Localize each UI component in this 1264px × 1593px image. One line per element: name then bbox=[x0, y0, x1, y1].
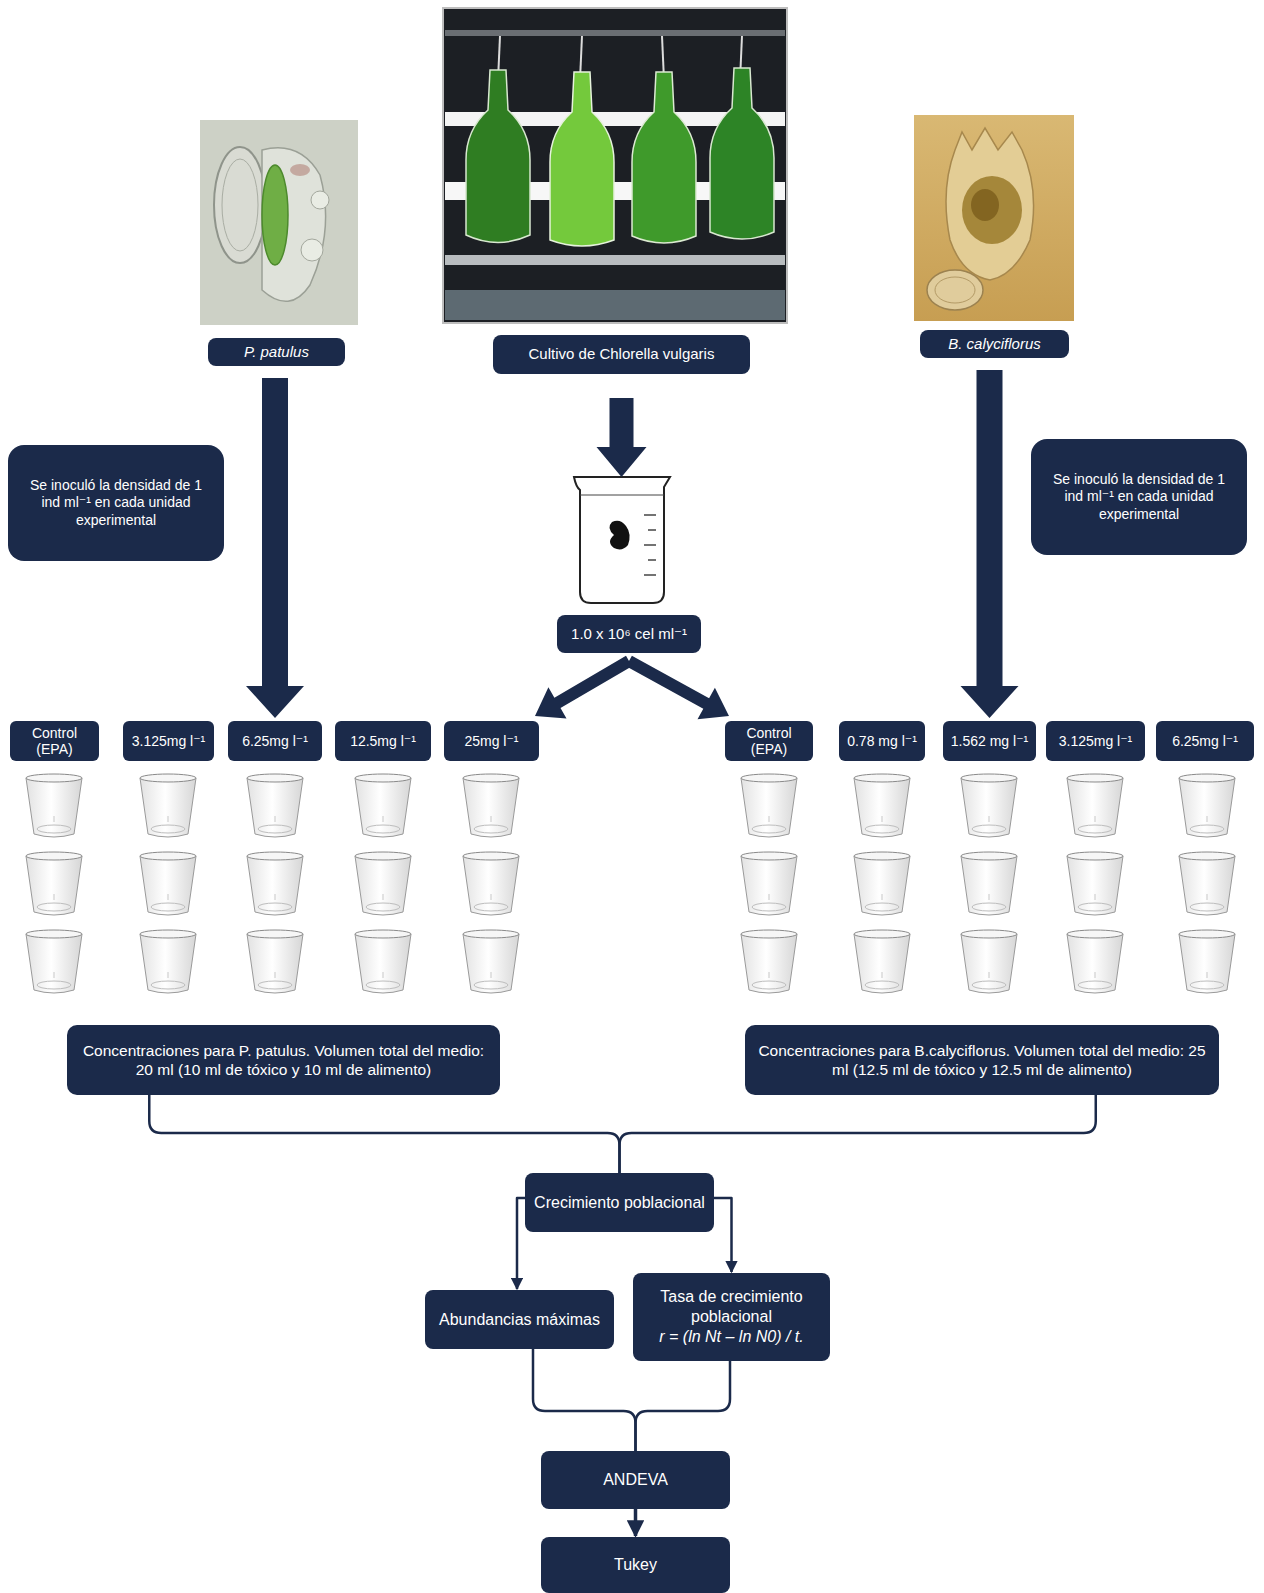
connector bbox=[714, 1198, 732, 1272]
concentration-label: 0.78 mg l⁻¹ bbox=[839, 721, 925, 761]
concentration-label: 3.125mg l⁻¹ bbox=[123, 721, 214, 761]
connector-line bbox=[714, 1198, 732, 1272]
connector bbox=[517, 1198, 525, 1289]
connector-line bbox=[149, 1095, 619, 1173]
block-arrow bbox=[597, 398, 647, 477]
connector-line bbox=[634, 1509, 638, 1536]
box-text: Control (EPA) bbox=[13, 725, 96, 757]
box-text: 0.78 mg l⁻¹ bbox=[847, 733, 917, 749]
connector-line bbox=[620, 1095, 1096, 1173]
connector bbox=[620, 1095, 1096, 1173]
process-box: ANDEVA bbox=[541, 1451, 730, 1509]
connector bbox=[149, 1095, 619, 1173]
box-text: B. calyciflorus bbox=[948, 335, 1041, 354]
box-text: Tukey bbox=[614, 1555, 657, 1575]
box-text: 12.5mg l⁻¹ bbox=[350, 733, 416, 749]
block-arrow bbox=[626, 656, 729, 720]
connector bbox=[961, 370, 1019, 718]
culture-photo bbox=[443, 8, 787, 323]
concentration-label: 12.5mg l⁻¹ bbox=[335, 721, 431, 761]
block-arrow bbox=[246, 378, 304, 718]
beaker-icon bbox=[574, 477, 670, 603]
box-text: 1.0 x 10⁶ cel ml⁻¹ bbox=[571, 625, 687, 644]
process-box: Tukey bbox=[541, 1537, 730, 1593]
connector-line bbox=[517, 1198, 525, 1289]
connector bbox=[635, 1509, 636, 1536]
box-text: 25mg l⁻¹ bbox=[464, 733, 518, 749]
box-text: 6.25mg l⁻¹ bbox=[1172, 733, 1238, 749]
concentration-label: 1.562 mg l⁻¹ bbox=[943, 721, 1036, 761]
box-text: P. patulus bbox=[244, 343, 309, 362]
note-box: Se inoculó la densidad de 1 ind ml⁻¹ en … bbox=[1031, 439, 1247, 555]
box-text: Abundancias máximas bbox=[439, 1310, 600, 1330]
culture-label: Cultivo de Chlorella vulgaris bbox=[493, 335, 750, 374]
box-text: Se inoculó la densidad de 1 ind ml⁻¹ en … bbox=[1045, 471, 1233, 524]
box-text: 6.25mg l⁻¹ bbox=[242, 733, 308, 749]
rotifer-photo bbox=[914, 115, 1074, 321]
process-box: Tasa de crecimiento poblacionalr = (ln N… bbox=[633, 1273, 830, 1361]
box-text: Tasa de crecimiento poblacional bbox=[639, 1287, 824, 1327]
connector bbox=[535, 656, 632, 719]
connector bbox=[597, 398, 647, 477]
box-text: Se inoculó la densidad de 1 ind ml⁻¹ en … bbox=[22, 477, 210, 530]
process-box: Crecimiento poblacional bbox=[525, 1173, 714, 1232]
connector bbox=[533, 1349, 636, 1451]
cup-icons bbox=[26, 774, 1235, 993]
connector-line bbox=[533, 1349, 636, 1451]
caption-box: Concentraciones para B.calyciflorus. Vol… bbox=[745, 1025, 1219, 1095]
connector bbox=[626, 656, 729, 720]
box-text: 3.125mg l⁻¹ bbox=[1059, 733, 1133, 749]
concentration-label: Control (EPA) bbox=[10, 721, 99, 761]
block-arrow bbox=[961, 370, 1019, 718]
connector-line bbox=[636, 1361, 731, 1451]
connector bbox=[246, 378, 304, 718]
box-text: 1.562 mg l⁻¹ bbox=[951, 733, 1028, 749]
box-text: Concentraciones para P. patulus. Volumen… bbox=[79, 1041, 488, 1080]
box-text: 3.125mg l⁻¹ bbox=[132, 733, 206, 749]
box-text: Control (EPA) bbox=[728, 725, 810, 757]
note-box: Se inoculó la densidad de 1 ind ml⁻¹ en … bbox=[8, 445, 224, 561]
formula-text: r = (ln Nt – ln N0) / t. bbox=[659, 1327, 803, 1347]
box-text: ANDEVA bbox=[603, 1470, 668, 1490]
density-label: 1.0 x 10⁶ cel ml⁻¹ bbox=[557, 615, 701, 653]
concentration-label: 25mg l⁻¹ bbox=[444, 721, 539, 761]
process-box: Abundancias máximas bbox=[425, 1290, 614, 1349]
species-label: B. calyciflorus bbox=[920, 330, 1069, 358]
species-label: P. patulus bbox=[208, 338, 345, 366]
concentration-label: Control (EPA) bbox=[725, 721, 813, 761]
rotifer-photo bbox=[200, 120, 358, 325]
block-arrow bbox=[535, 656, 632, 719]
concentration-label: 3.125mg l⁻¹ bbox=[1046, 721, 1145, 761]
concentration-label: 6.25mg l⁻¹ bbox=[228, 721, 322, 761]
concentration-label: 6.25mg l⁻¹ bbox=[1156, 721, 1254, 761]
box-text: Concentraciones para B.calyciflorus. Vol… bbox=[757, 1041, 1207, 1080]
connector bbox=[636, 1361, 731, 1451]
box-text: Crecimiento poblacional bbox=[534, 1193, 705, 1213]
box-text: Cultivo de Chlorella vulgaris bbox=[529, 345, 715, 364]
caption-box: Concentraciones para P. patulus. Volumen… bbox=[67, 1025, 500, 1095]
